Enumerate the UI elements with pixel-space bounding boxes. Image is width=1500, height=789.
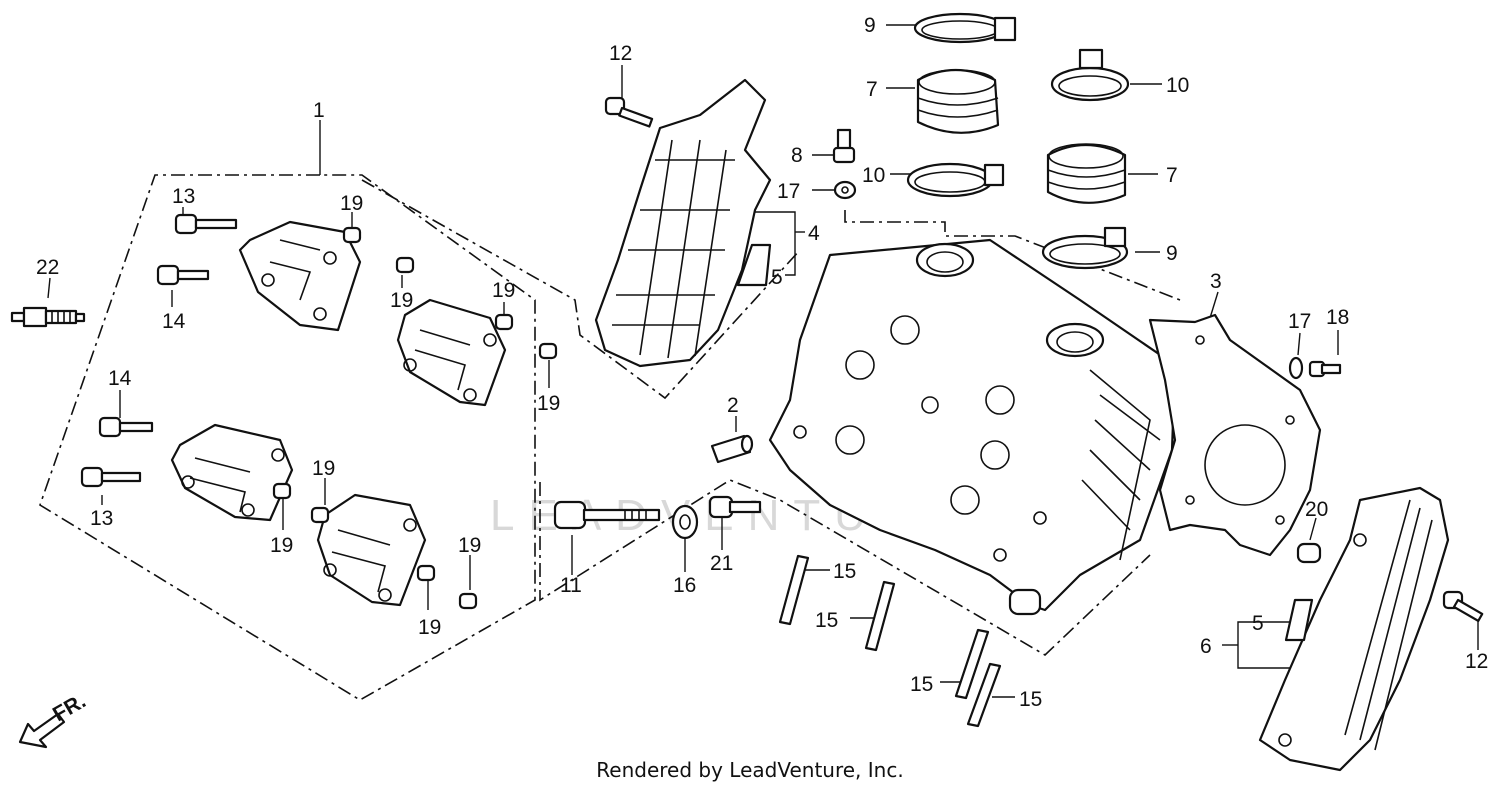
dowel-pin-20 — [1296, 542, 1322, 564]
group-outlines — [39, 174, 1181, 701]
callout-15-a: 15 — [833, 560, 856, 583]
callout-3: 3 — [1210, 270, 1222, 293]
camshaft-holder-1 — [238, 220, 362, 332]
gasket-small-left — [736, 243, 772, 287]
studs — [778, 554, 1002, 728]
callout-7-left: 7 — [866, 78, 878, 101]
callout-8: 8 — [791, 144, 803, 167]
callout-10-left: 10 — [862, 164, 885, 187]
callout-19-d: 19 — [537, 392, 560, 415]
camshaft-holder-4 — [316, 493, 427, 607]
insulator-band-10-right — [1050, 48, 1130, 102]
camshaft-holder-3 — [170, 423, 294, 522]
callout-20: 20 — [1305, 498, 1328, 521]
insulator-band-10-left — [906, 162, 1005, 198]
head-cover-left — [594, 78, 772, 368]
callout-6: 6 — [1200, 635, 1212, 658]
spark-plug — [10, 306, 86, 328]
callout-18: 18 — [1326, 306, 1349, 329]
dowel-pins — [272, 226, 558, 610]
callout-7-right: 7 — [1166, 164, 1178, 187]
callout-5-right: 5 — [1252, 612, 1264, 635]
callout-19-c: 19 — [492, 279, 515, 302]
rendered-by-footer: Rendered by LeadVenture, Inc. — [596, 758, 904, 782]
callout-11: 11 — [560, 574, 582, 597]
dowel-pin-2 — [710, 434, 754, 464]
callout-19-b: 19 — [390, 289, 413, 312]
callout-9-top: 9 — [864, 14, 876, 37]
insulator-band-9-bottom — [1041, 226, 1129, 270]
callout-17-left: 17 — [777, 180, 800, 203]
callout-10-right: 10 — [1166, 74, 1189, 97]
callout-19-e: 19 — [312, 457, 335, 480]
callout-13-top: 13 — [172, 185, 195, 208]
callout-1: 1 — [313, 99, 325, 122]
callout-19-a: 19 — [340, 192, 363, 215]
callout-13-bottom: 13 — [90, 507, 113, 530]
callout-16: 16 — [673, 574, 696, 597]
callout-5-left: 5 — [771, 266, 783, 289]
callout-15-b: 15 — [815, 609, 838, 632]
bolt-21 — [708, 495, 762, 519]
callout-15-c: 15 — [910, 673, 933, 696]
callout-22: 22 — [36, 256, 59, 279]
intake-joint-7-right — [1046, 143, 1127, 204]
callout-12-top: 12 — [609, 42, 632, 65]
callout-labels: 1 2 3 4 5 5 6 7 7 8 9 9 10 10 11 12 12 1… — [36, 14, 1488, 711]
arrow-icon: FR. — [18, 689, 90, 749]
gasket-small-right — [1284, 598, 1314, 642]
intake-joint-7-left — [916, 68, 1000, 134]
callout-14-top: 14 — [162, 310, 186, 333]
callout-12-bottom: 12 — [1465, 650, 1488, 673]
bolt-8 — [832, 128, 857, 200]
camshaft-holder-2 — [396, 298, 507, 407]
cylinder-head — [768, 238, 1177, 616]
callout-14-bottom: 14 — [108, 367, 132, 390]
callout-17-right: 17 — [1288, 310, 1311, 333]
callout-2: 2 — [727, 394, 739, 417]
bolts — [80, 96, 1484, 623]
insulator-band-9-top — [913, 12, 1017, 44]
callout-4: 4 — [808, 222, 820, 245]
head-bolt-11 — [553, 500, 661, 530]
head-cover-right — [1258, 486, 1450, 772]
head-gasket — [1148, 313, 1322, 557]
washer-16 — [671, 504, 699, 540]
callout-9-bottom: 9 — [1166, 242, 1178, 265]
callout-19-g: 19 — [458, 534, 481, 557]
callout-19-f: 19 — [270, 534, 293, 557]
callout-15-d: 15 — [1019, 688, 1042, 711]
leader-lines — [47, 24, 1479, 698]
callout-19-h: 19 — [418, 616, 441, 639]
washer-17-right — [1288, 356, 1304, 380]
callout-21: 21 — [710, 552, 733, 575]
